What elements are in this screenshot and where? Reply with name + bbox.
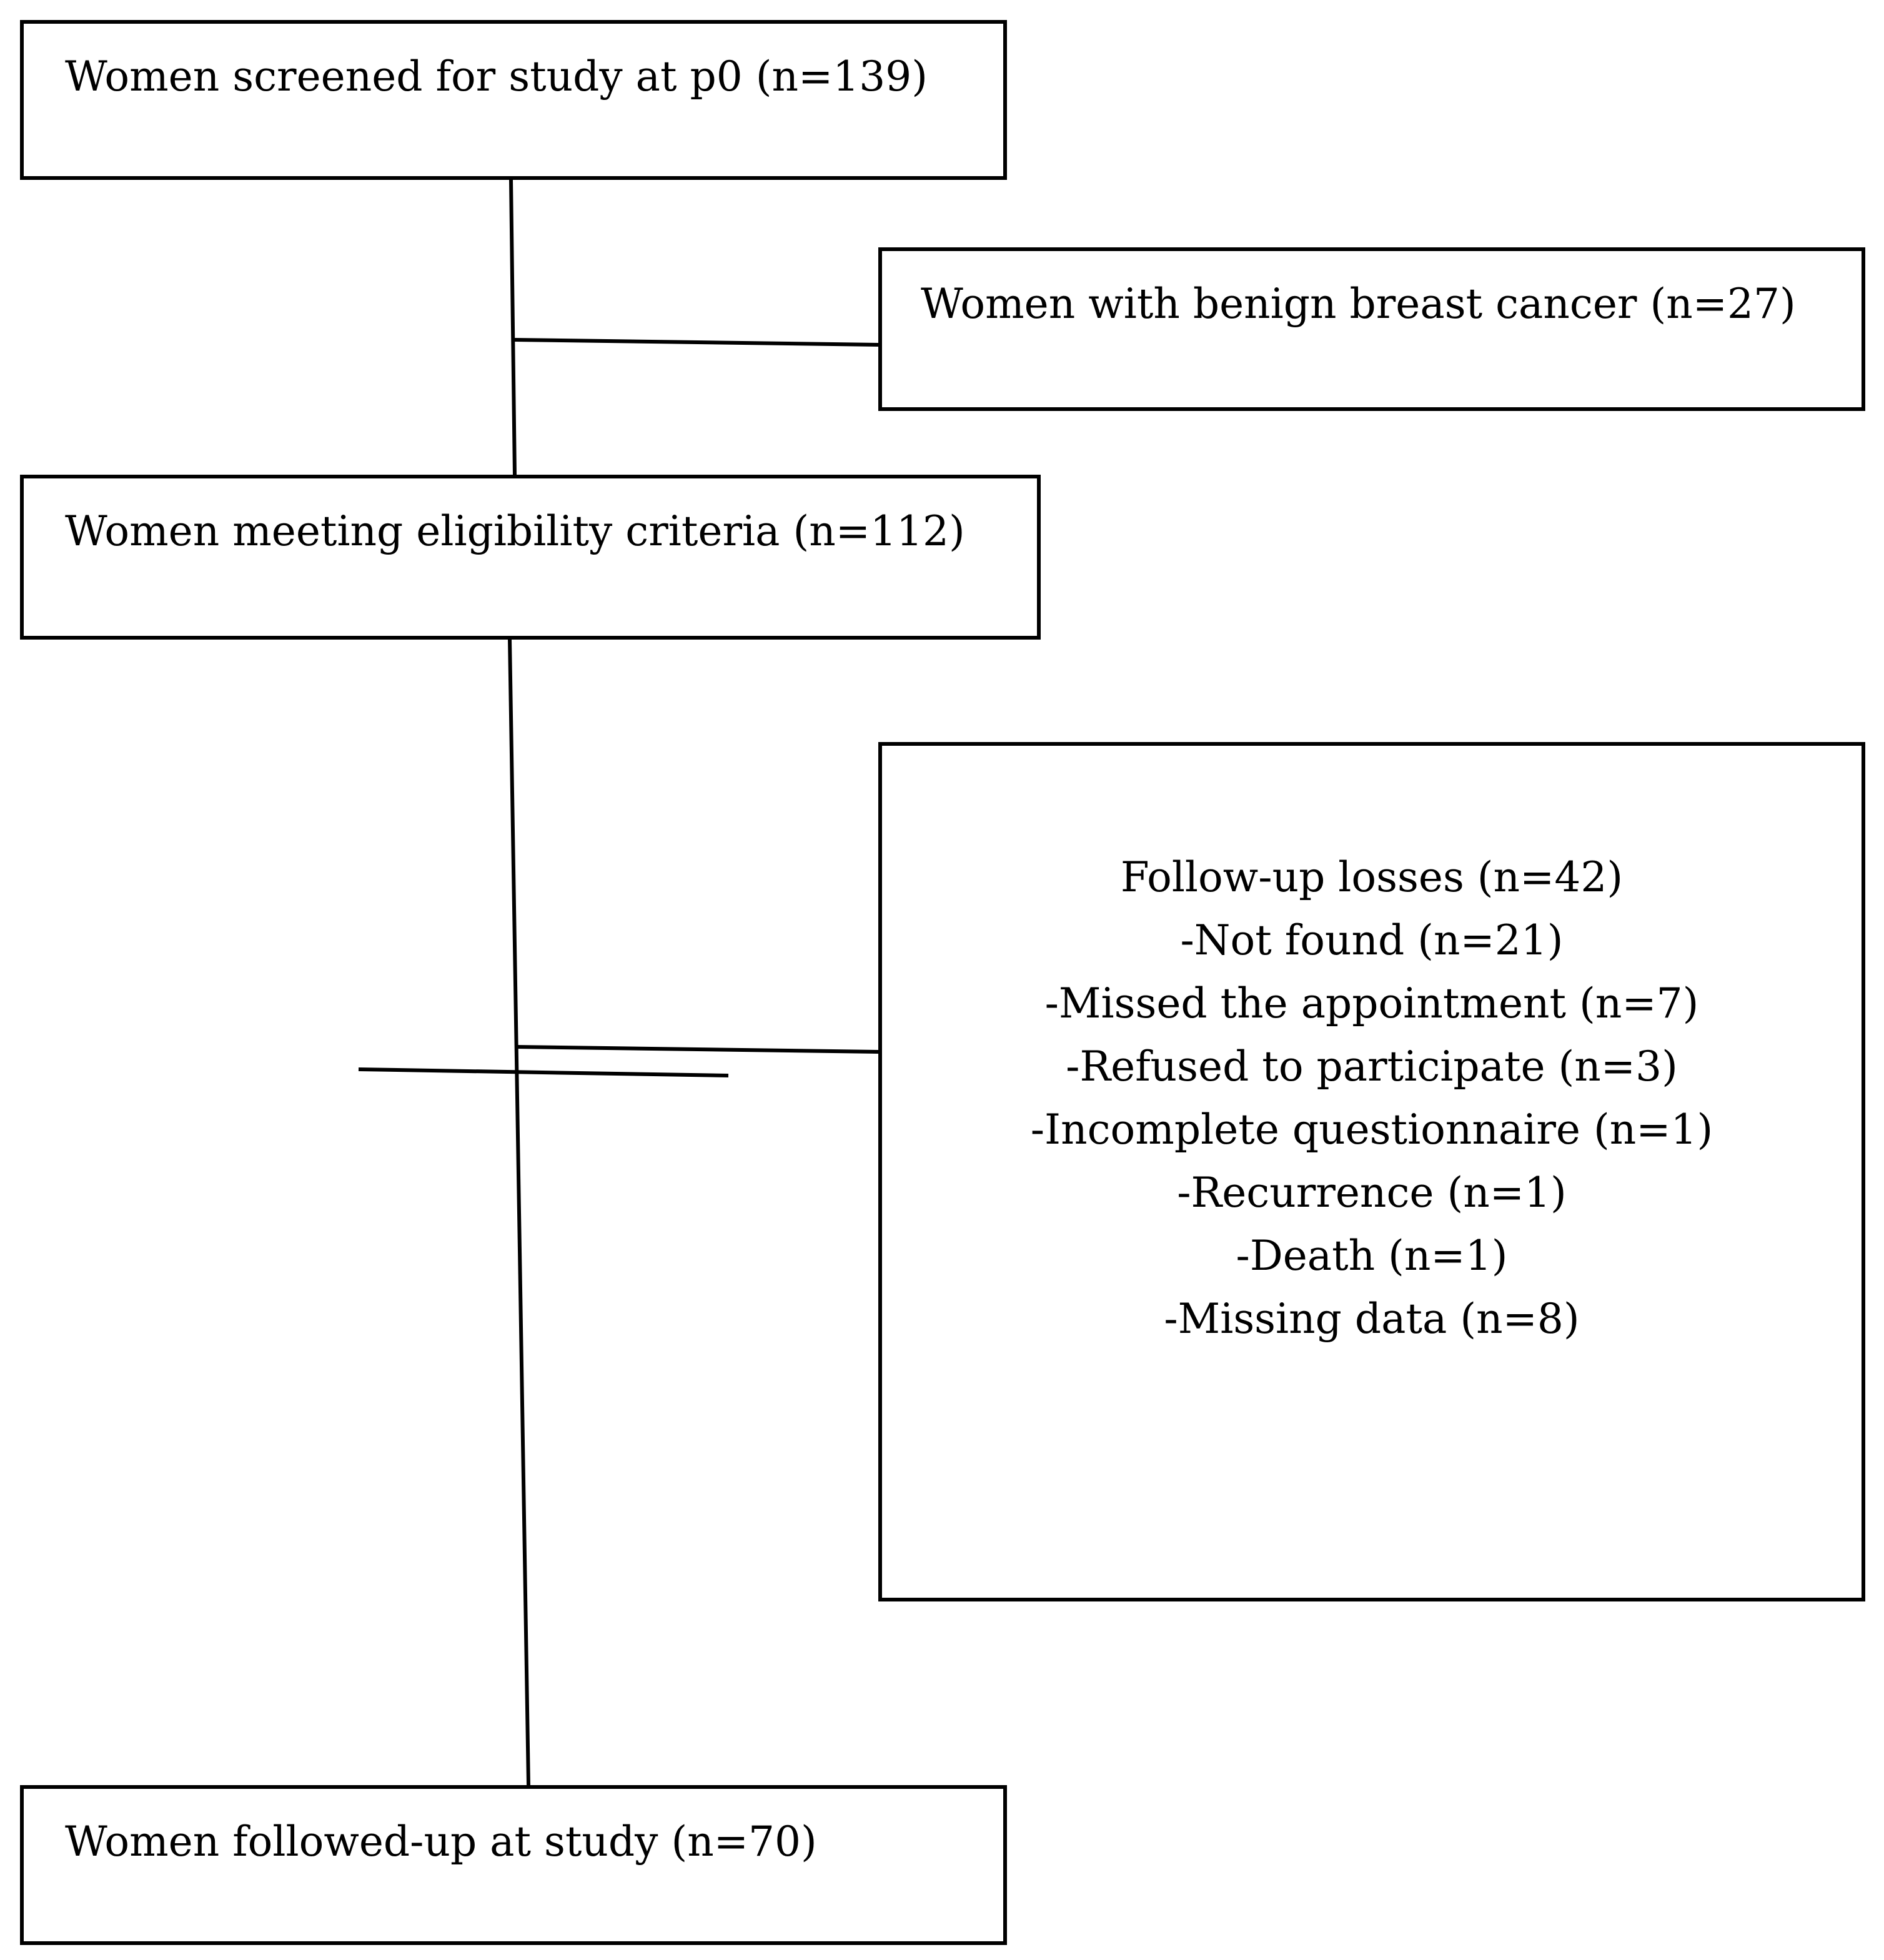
losses-item: -Missed the appointment (n=7) <box>1044 979 1699 1027</box>
connector-to-benign <box>514 338 879 347</box>
losses-item: -Incomplete questionnaire (n=1) <box>1030 1106 1713 1154</box>
followed-box: Women followed-up at study (n=70) <box>20 1785 1007 1945</box>
eligible-box: Women meeting eligibility criteria (n=11… <box>20 475 1041 640</box>
connector-screened-to-eligible <box>509 179 517 475</box>
losses-item: -Recurrence (n=1) <box>1177 1169 1567 1217</box>
connector-to-losses <box>515 1045 879 1054</box>
benign-box: Women with benign breast cancer (n=27) <box>878 247 1865 411</box>
losses-item: -Refused to participate (n=3) <box>1066 1042 1678 1091</box>
losses-item: -Not found (n=21) <box>1180 916 1564 964</box>
losses-list: Follow-up losses (n=42) -Not found (n=21… <box>882 846 1862 1350</box>
losses-item: -Death (n=1) <box>1236 1232 1508 1280</box>
losses-item: -Missing data (n=8) <box>1164 1295 1580 1343</box>
screened-label: Women screened for study at p0 (n=139) <box>65 52 928 101</box>
eligible-label: Women meeting eligibility criteria (n=11… <box>65 507 965 555</box>
losses-title: Follow-up losses (n=42) <box>1120 853 1624 901</box>
benign-label: Women with benign breast cancer (n=27) <box>921 280 1796 328</box>
connector-eligible-to-followed <box>508 639 530 1786</box>
followed-label: Women followed-up at study (n=70) <box>65 1818 817 1866</box>
losses-box: Follow-up losses (n=42) -Not found (n=21… <box>878 742 1865 1601</box>
stray-horizontal-line <box>358 1067 729 1077</box>
screened-box: Women screened for study at p0 (n=139) <box>20 20 1007 180</box>
